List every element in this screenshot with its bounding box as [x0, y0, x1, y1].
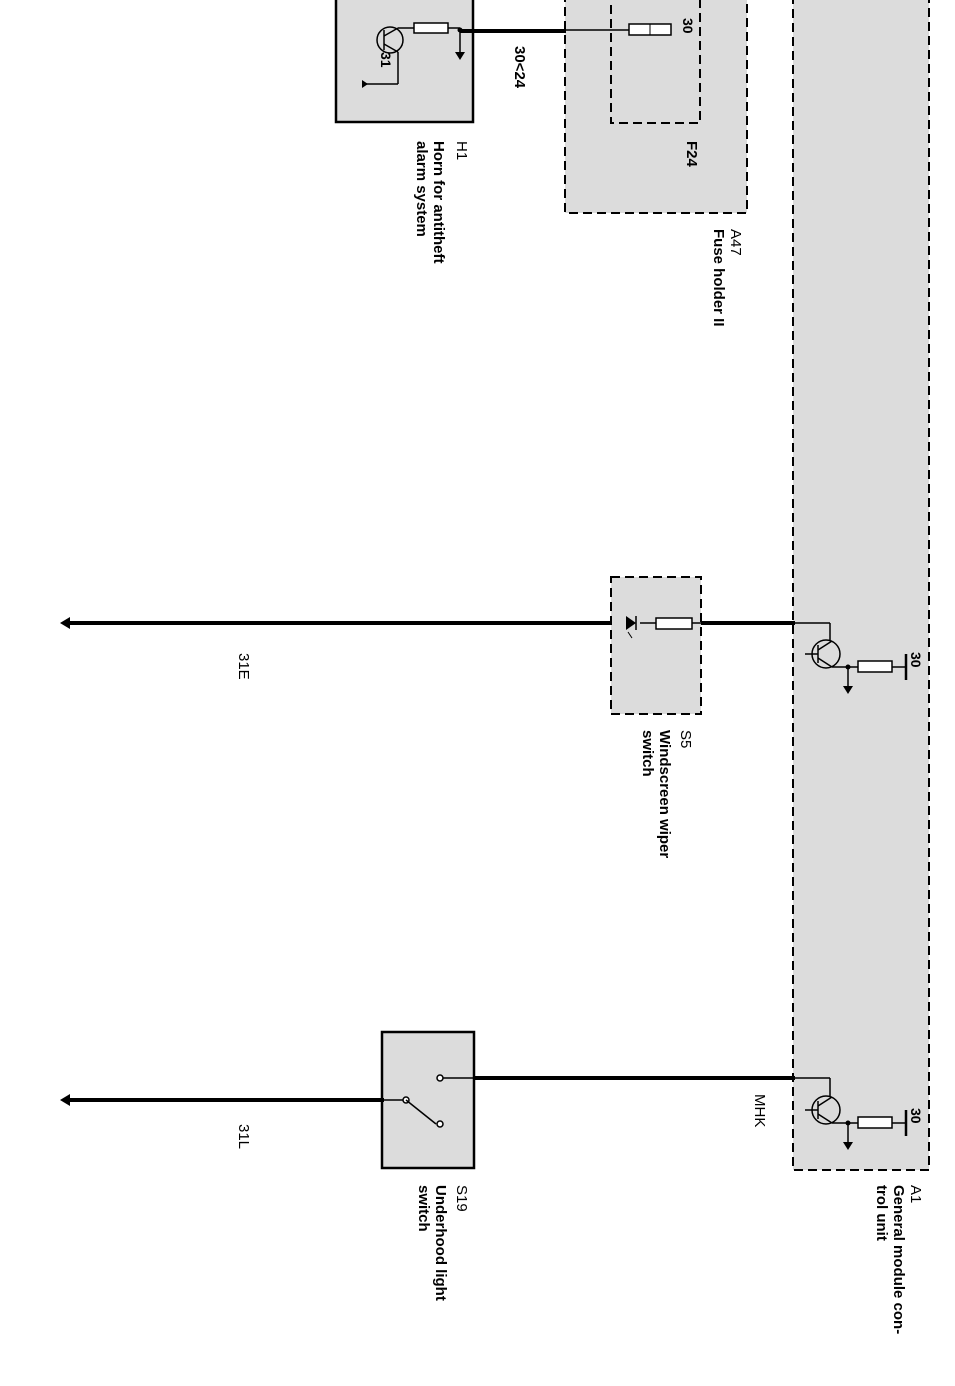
- a1-control-unit-box: [792, 0, 930, 1171]
- a47-label: A47 Fuse holder II: [710, 229, 744, 327]
- a1-upper-transistor-icon: [793, 622, 908, 694]
- wire-horn-label: 30<24: [511, 46, 528, 89]
- f24-fuse-icon: [566, 23, 672, 36]
- s5-wiper-switch-box: [610, 576, 702, 715]
- h1-name-line1: Horn for antitheft: [430, 141, 447, 264]
- a47-code: A47: [727, 229, 744, 256]
- a1-lower-transistor-icon: [793, 1077, 908, 1150]
- wire-31e-label: 31E: [235, 653, 252, 680]
- a1-label: A1 General module con- trol unit: [873, 1185, 924, 1334]
- a1-code: A1: [907, 1185, 924, 1204]
- ground-31e-arrow: [60, 617, 70, 629]
- h1-code: H1: [453, 141, 470, 161]
- h1-pin-label: 31: [378, 52, 394, 68]
- ground-31l-arrow: [60, 1094, 70, 1106]
- s19-code: S19: [453, 1185, 470, 1212]
- s19-name-line2: switch: [415, 1185, 432, 1232]
- h1-transistor-icon: [362, 22, 465, 88]
- a1-name-line1: General module con-: [890, 1185, 907, 1335]
- s5-name-line1: Windscreen wiper: [656, 730, 673, 859]
- s19-switch-contact-icon: [382, 1074, 474, 1128]
- h1-horn-box: [334, 0, 475, 124]
- h1-label: H1 Horn for antitheft alarm system: [413, 141, 470, 263]
- f24-label: F24: [683, 141, 700, 167]
- f24-pin-label: 30: [680, 18, 696, 34]
- a1-pin-lower-label: 30: [908, 1108, 924, 1124]
- s19-label: S19 Underhood light switch: [415, 1185, 470, 1301]
- a1-pin-upper-label: 30: [908, 652, 924, 668]
- f24-fuse-box: [610, 0, 701, 124]
- s5-label: S5 Windscreen wiper switch: [639, 730, 694, 858]
- s5-name-line2: switch: [639, 730, 656, 777]
- wire-31l-label: 31L: [235, 1124, 252, 1150]
- h1-name-line2: alarm system: [413, 141, 430, 237]
- a47-name: Fuse holder II: [710, 229, 727, 327]
- s19-name-line1: Underhood light: [432, 1185, 449, 1301]
- s5-led-resistor-icon: [626, 616, 701, 639]
- wire-mhk-label: MHK: [751, 1094, 768, 1128]
- s5-code: S5: [677, 730, 694, 749]
- a1-name-line2: trol unit: [873, 1185, 890, 1241]
